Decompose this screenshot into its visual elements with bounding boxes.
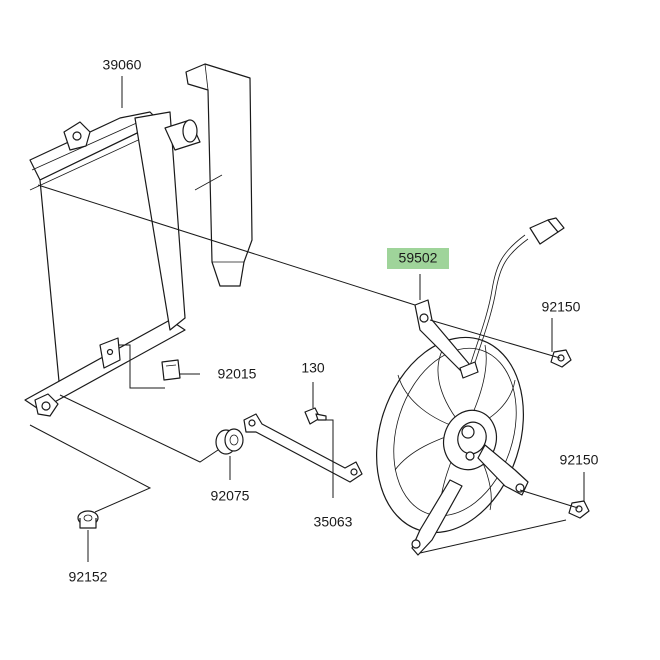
label-92075[interactable]: 92075 [211,488,250,504]
radiator-drawing [24,111,201,417]
bolt-130-drawing [304,407,327,425]
grommet-92015-drawing [161,359,181,381]
label-35063[interactable]: 35063 [314,514,353,530]
label-92152[interactable]: 92152 [69,569,108,585]
leader-lines [29,76,585,562]
shroud-panel-drawing [185,63,253,287]
label-92150-top[interactable]: 92150 [542,299,581,315]
bolt-92150-bottom-drawing [568,500,590,519]
bolt-92152-drawing [77,510,99,529]
label-39060[interactable]: 39060 [103,57,142,73]
label-92150-bottom[interactable]: 92150 [560,452,599,468]
label-92015[interactable]: 92015 [218,366,257,382]
bolt-92150-top-drawing [550,349,572,368]
highlight-59502 [387,248,449,269]
label-59502[interactable]: 59502 [399,250,438,266]
bracket-35063-drawing [243,413,363,483]
fan-assembly-drawing [376,217,565,556]
grommet-92075-drawing [215,428,244,455]
label-130[interactable]: 130 [301,360,325,376]
